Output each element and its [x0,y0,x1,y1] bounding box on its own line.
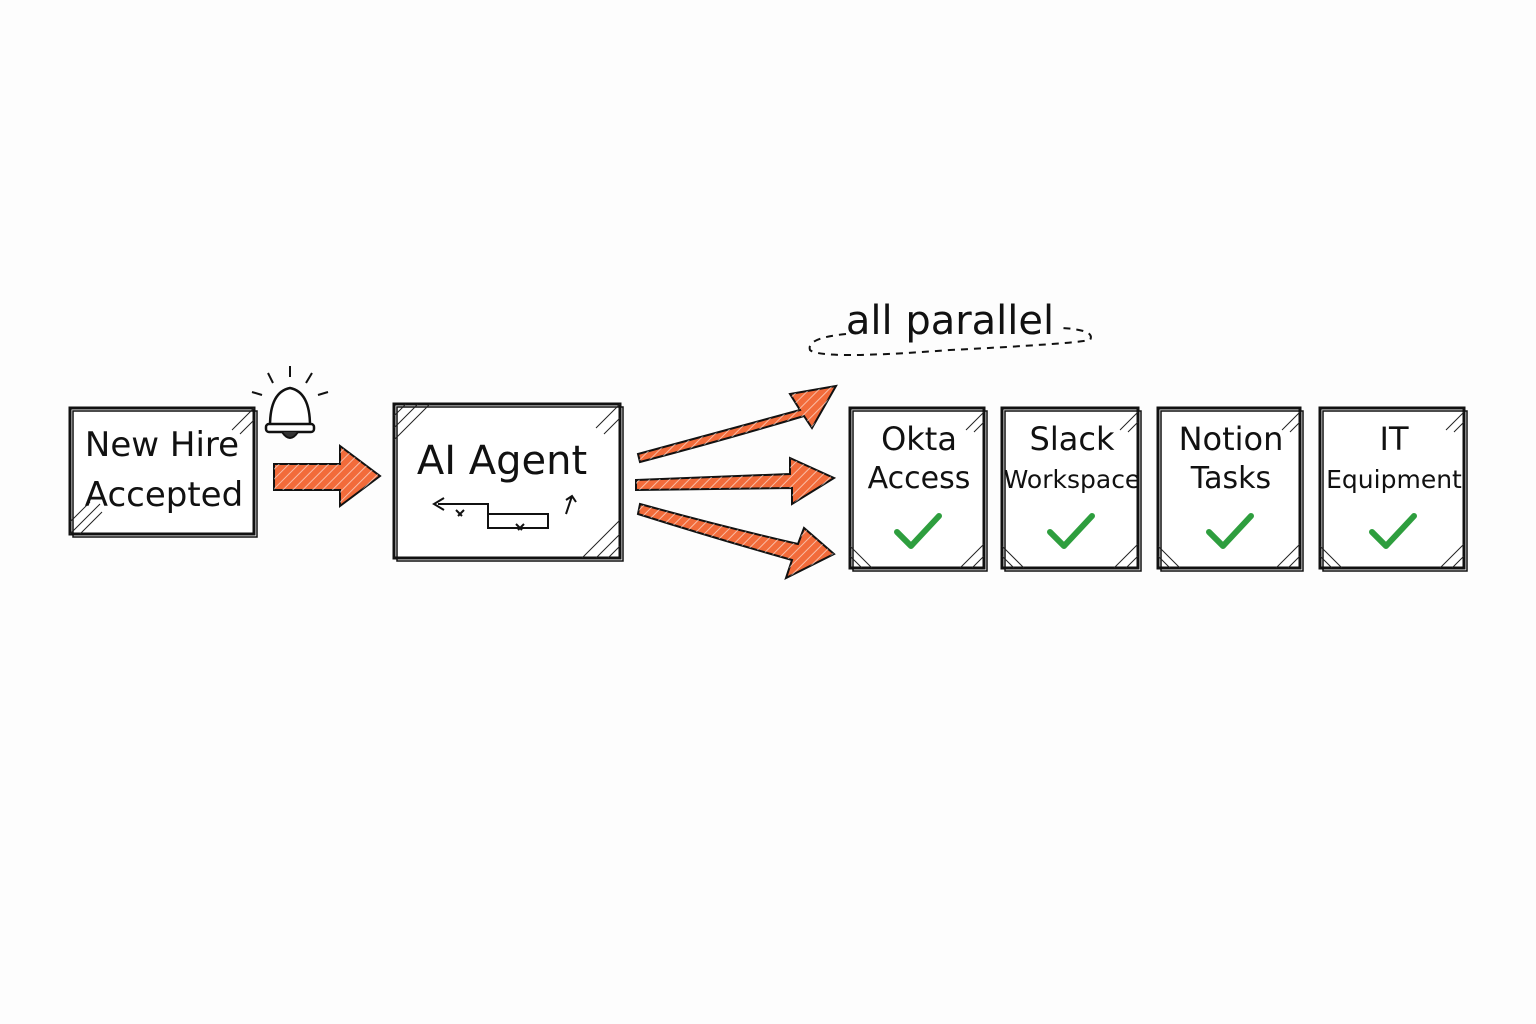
trigger-box: New Hire Accepted [68,406,258,538]
arrow-trigger-to-agent [273,444,382,508]
task-label-line2: Workspace [1004,465,1141,494]
task-label-line2: Access [868,461,971,496]
arrow-agent-to-bottom [636,502,836,580]
task-label-line1: Okta [881,420,957,458]
checkmark-icon [1206,513,1254,549]
parallel-annotation: all parallel [808,298,1092,356]
arrow-agent-to-middle [635,456,837,506]
arrow-agent-to-top [636,384,838,464]
task-label-line1: IT [1380,420,1409,458]
task-box: IT Equipment [1318,406,1468,572]
workflow-loop-icon [432,494,577,531]
task-label-line1: Slack [1030,420,1115,458]
trigger-label-line2: Accepted [85,475,243,515]
task-label-line1: Notion [1179,420,1284,458]
trigger-label-line1: New Hire [85,425,239,465]
task-boxes: OktaAccessSlackWorkspaceNotionTasksITEqu… [848,406,1468,572]
agent-box: AI Agent [392,402,624,562]
task-label-line2: Equipment [1326,465,1462,494]
bell-icon [251,366,329,439]
task-label-line2: Tasks [1190,461,1271,496]
checkmark-icon [1047,513,1095,549]
checkmark-icon [894,513,942,549]
agent-title: AI Agent [417,438,587,484]
checkmark-icon [1369,513,1417,549]
parallel-label: all parallel [846,298,1054,344]
